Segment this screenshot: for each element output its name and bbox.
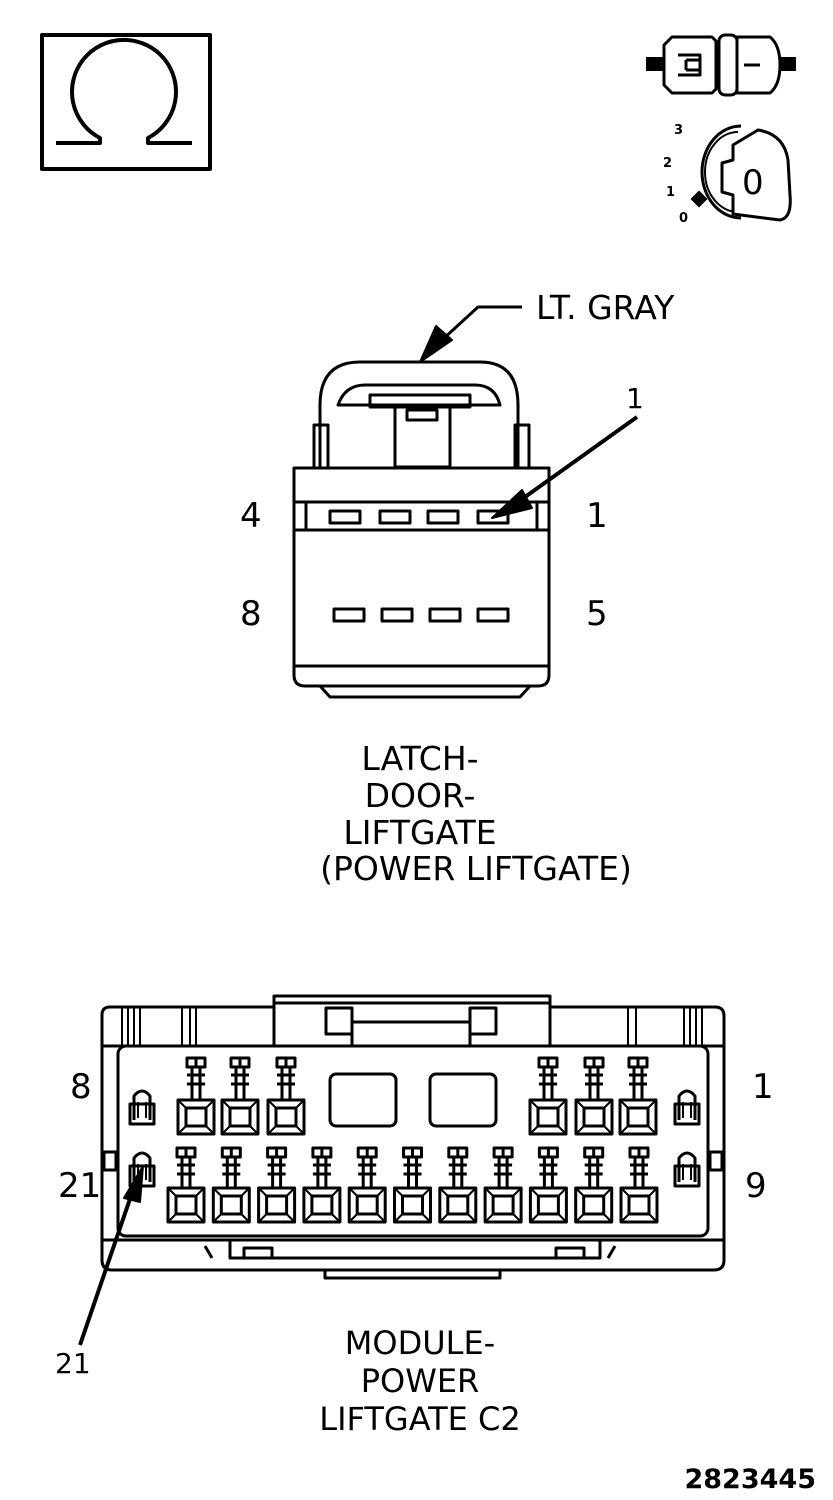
module-title-line-2: POWER xyxy=(361,1362,480,1400)
c2-top-terminal-left-1 xyxy=(176,1056,216,1136)
c2-top-hook-left xyxy=(128,1089,156,1126)
c2-bottom-terminal-5 xyxy=(347,1146,387,1224)
c2-bottom-terminal-3 xyxy=(257,1146,297,1224)
ignition-key-icon: 3 2 1 0 0 xyxy=(663,123,792,226)
latch-title-line-3: LIFTGATE xyxy=(343,813,496,852)
module-title-line-3: LIFTGATE C2 xyxy=(319,1400,521,1438)
latch-pin-8-label: 8 xyxy=(240,594,262,634)
ohm-icon xyxy=(40,33,212,171)
c2-bottom-terminal-2 xyxy=(211,1146,251,1224)
module-pin-1-label: 1 xyxy=(752,1067,774,1107)
latch-connector: LT. GRAY 1 4 1 8 5 xyxy=(240,288,675,888)
c2-top-terminal-right-2 xyxy=(574,1056,614,1136)
ignition-position-2: 2 xyxy=(663,156,672,171)
module-pin-9-label: 9 xyxy=(745,1166,767,1206)
latch-title-line-4: (POWER LIFTGATE) xyxy=(320,849,632,888)
module-title-line-1: MODULE- xyxy=(345,1324,495,1362)
latch-pin-callout: 1 xyxy=(626,382,644,415)
c2-top-terminal-left-3 xyxy=(266,1056,306,1136)
color-callout: LT. GRAY xyxy=(536,288,675,327)
latch-pin-4-label: 4 xyxy=(240,496,262,536)
c2-top-terminal-right-1 xyxy=(528,1056,568,1136)
ignition-position-1: 1 xyxy=(666,185,675,200)
c2-bottom-terminal-8 xyxy=(483,1146,523,1224)
c2-top-terminal-right-3 xyxy=(618,1056,658,1136)
module-pin-21-label: 21 xyxy=(58,1166,101,1206)
c2-bottom-hook-right xyxy=(673,1151,701,1188)
latch-pin-5-label: 5 xyxy=(586,594,608,634)
c2-top-hook-right xyxy=(673,1089,701,1126)
latch-title-line-2: DOOR- xyxy=(365,776,476,815)
latch-pin-1-label: 1 xyxy=(586,496,608,536)
ignition-key-glyph: 0 xyxy=(742,163,764,203)
c2-bottom-terminal-9 xyxy=(528,1146,568,1224)
module-pin-8-label: 8 xyxy=(70,1067,92,1107)
module-pin-callout: 21 xyxy=(55,1347,91,1380)
figure-number: 2823445 xyxy=(684,1464,816,1495)
c2-bottom-terminal-7 xyxy=(438,1146,478,1224)
module-c2-connector: 21 8 1 21 9 MODULE- POWER LIFTGATE C2 xyxy=(55,994,774,1438)
c2-top-terminal-left-2 xyxy=(220,1056,260,1136)
latch-title-line-1: LATCH- xyxy=(361,739,478,778)
c2-bottom-terminal-11 xyxy=(619,1146,659,1224)
connector-disconnected-icon xyxy=(646,33,796,97)
ignition-position-0: 0 xyxy=(679,211,688,226)
c2-bottom-terminal-4 xyxy=(302,1146,342,1224)
c2-bottom-terminal-1 xyxy=(166,1146,206,1224)
c2-bottom-terminal-10 xyxy=(574,1146,614,1224)
ignition-position-3: 3 xyxy=(674,123,683,138)
c2-bottom-terminal-6 xyxy=(393,1146,432,1224)
